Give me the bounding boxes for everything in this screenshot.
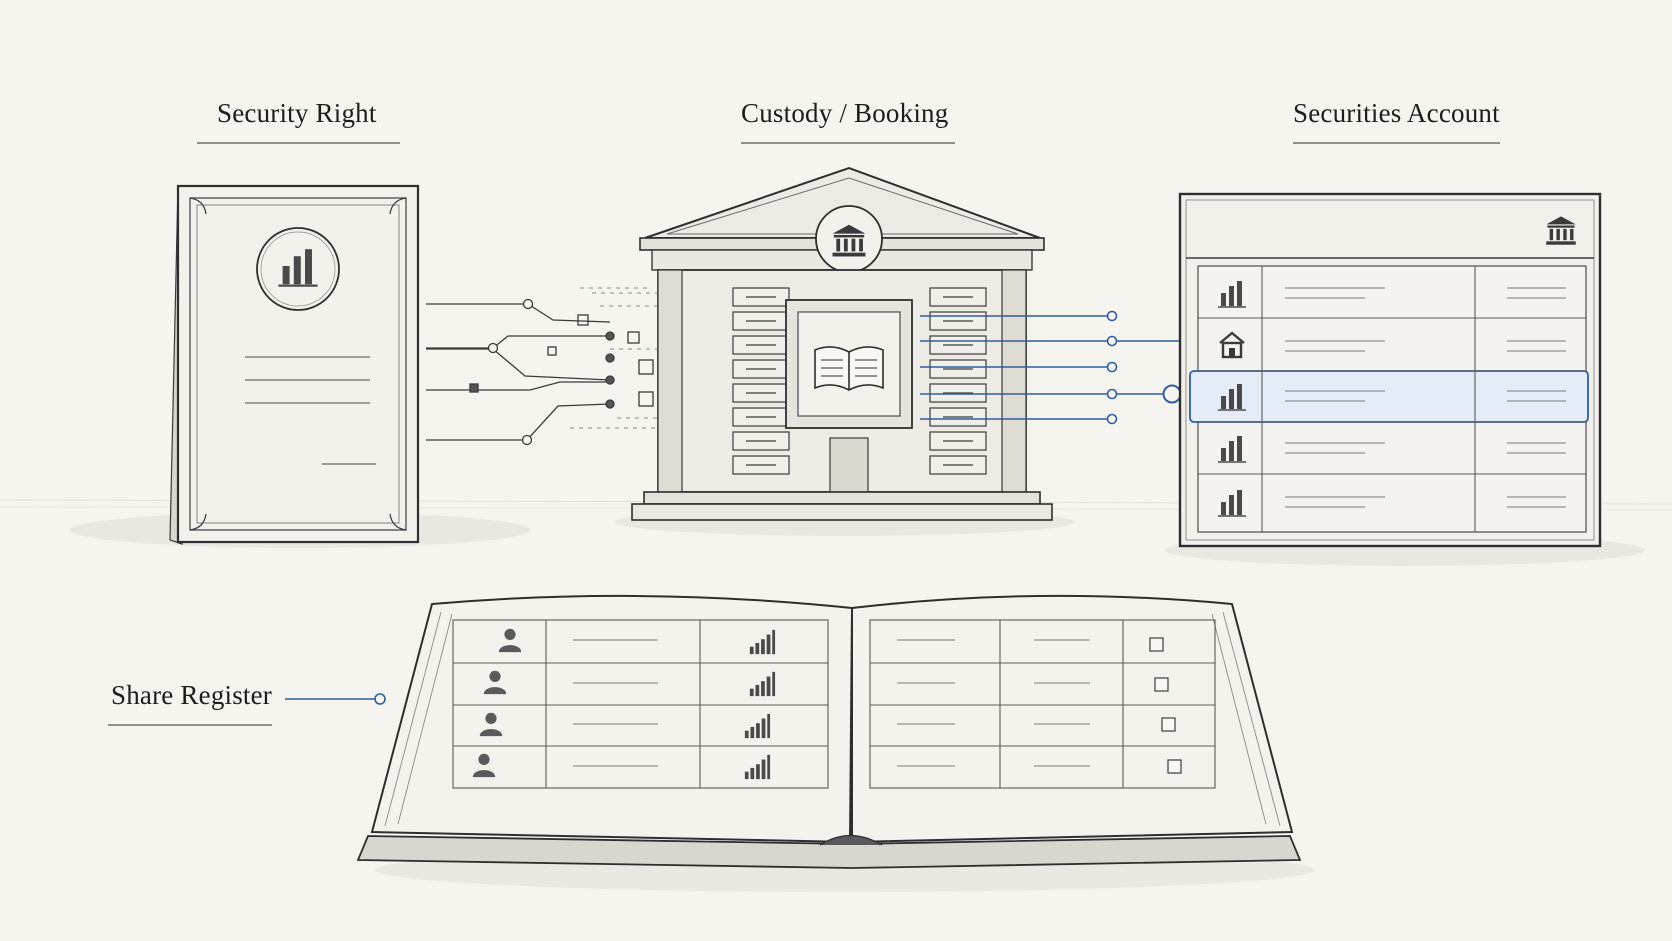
register-checkbox [1154,677,1169,692]
security-certificate [169,184,420,545]
register-checkbox [1149,637,1164,652]
custody-building [631,166,1053,521]
certificate-to-custody-connectors [426,287,660,446]
label-underlines [108,142,1500,726]
ledger-panel [785,299,913,429]
security-right-label: Security Right [217,98,377,128]
certificate-emblem [256,227,340,311]
cabinet-drawers-right [929,287,987,475]
account-row-lines [1285,287,1566,508]
account-row-highlight [1189,370,1589,423]
certificate-text-lines [245,356,376,465]
securities-account-panel [1178,192,1602,548]
register-table-left [452,619,829,789]
cabinet-drawers-left [732,287,790,475]
custody-booking-label: Custody / Booking [741,98,949,128]
custody-to-account-connectors [920,310,1182,425]
register-checkboxes [1149,637,1182,774]
register-checkbox [1161,717,1176,732]
open-book-icon [814,346,884,391]
share-register-pointer [285,693,386,705]
register-checkbox [1167,759,1182,774]
register-table-right [869,619,1216,789]
share-register-label: Share Register [111,680,273,710]
share-register-book [356,594,1302,869]
securities-account-label: Securities Account [1293,98,1500,128]
